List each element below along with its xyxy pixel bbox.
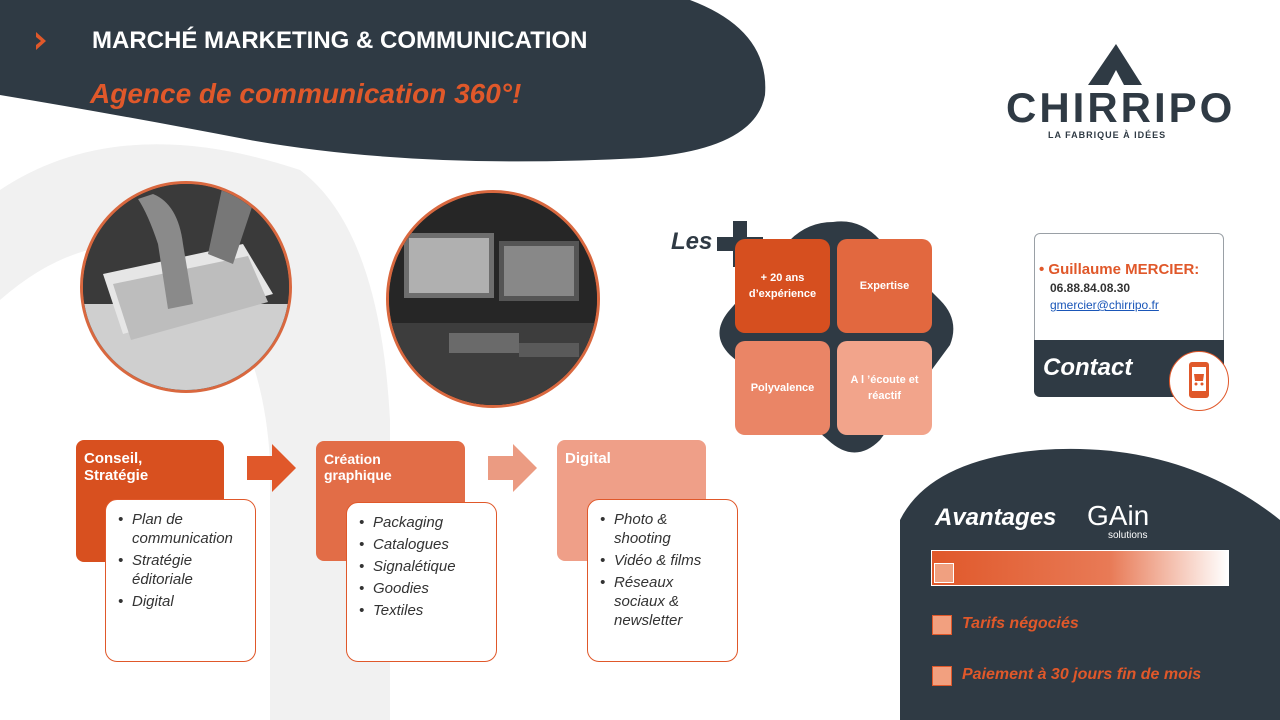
list-item: Packaging <box>359 513 486 532</box>
step-title-line1: Création <box>324 451 381 467</box>
list-item: Goodies <box>359 579 486 598</box>
list-item: Digital <box>118 592 245 611</box>
list-item: Vidéo & films <box>600 551 727 570</box>
contact-email-link[interactable]: gmercier@chirripo.fr <box>1050 298 1159 312</box>
contact-name: • Guillaume MERCIER: <box>1039 261 1200 278</box>
list-item: Catalogues <box>359 535 486 554</box>
photo-computer-desk <box>386 190 600 408</box>
avantage-item: Paiement à 30 jours fin de mois <box>962 666 1202 683</box>
avantages-title: Avantages <box>935 504 1057 531</box>
page-subtitle: Agence de communication 360°! <box>90 78 522 109</box>
header-chevron-icon <box>32 30 52 52</box>
watermark-arc <box>0 144 390 720</box>
bullet-square <box>932 615 952 635</box>
list-item: Textiles <box>359 601 486 620</box>
tile-expertise: Expertise <box>837 239 932 333</box>
phone-cart-icon <box>1169 351 1229 411</box>
step-list-conseil: Plan de communication Stratégie éditoria… <box>105 499 256 662</box>
avantage-item: Tarifs négociés <box>962 615 1079 632</box>
chirripo-logo: CHIRRIPO LA FABRIQUE À IDÉES <box>1000 40 1232 150</box>
step-list-creation: Packaging Catalogues Signalétique Goodie… <box>346 502 497 662</box>
bullet-square <box>932 666 952 686</box>
step-title-line2: Stratégie <box>84 467 149 484</box>
step-title-line1: Conseil, <box>84 450 143 467</box>
list-item: Photo & shooting <box>600 510 727 548</box>
gradient-bar-square <box>934 563 954 583</box>
gradient-bar <box>931 550 1229 586</box>
step-list-digital: Photo & shooting Vidéo & films Réseaux s… <box>587 499 738 662</box>
contact-phone: 06.88.84.08.30 <box>1050 281 1131 295</box>
tile-experience: + 20 ans d’expérience <box>735 239 830 333</box>
tile-polyvalence: Polyvalence <box>735 341 830 435</box>
arrow-2 <box>488 444 537 492</box>
step-title-line2: graphique <box>324 467 392 483</box>
step-title-line1: Digital <box>565 450 611 467</box>
header-blob <box>0 0 766 162</box>
logo-tagline: LA FABRIQUE À IDÉES <box>1048 130 1167 140</box>
list-item: Plan de communication <box>118 510 245 548</box>
photo-hands-papers <box>80 181 292 393</box>
page-title: MARCHÉ MARKETING & COMMUNICATION <box>92 27 588 54</box>
plus-label: Les <box>671 228 713 255</box>
gain-logo: GAin solutions <box>1087 500 1177 545</box>
gain-logo-text: GAin <box>1087 500 1150 531</box>
contact-label: Contact <box>1043 354 1133 381</box>
arrow-1 <box>247 444 296 492</box>
mountain-icon <box>1088 44 1142 85</box>
list-item: Stratégie éditoriale <box>118 551 245 589</box>
logo-brand: CHIRRIPO <box>1006 84 1236 131</box>
gain-logo-sub: solutions <box>1108 530 1148 541</box>
tile-ecoute: A l ’écoute et réactif <box>837 341 932 435</box>
list-item: Réseaux sociaux & newsletter <box>600 573 727 630</box>
list-item: Signalétique <box>359 557 486 576</box>
contact-name-text: Guillaume MERCIER: <box>1048 261 1200 278</box>
